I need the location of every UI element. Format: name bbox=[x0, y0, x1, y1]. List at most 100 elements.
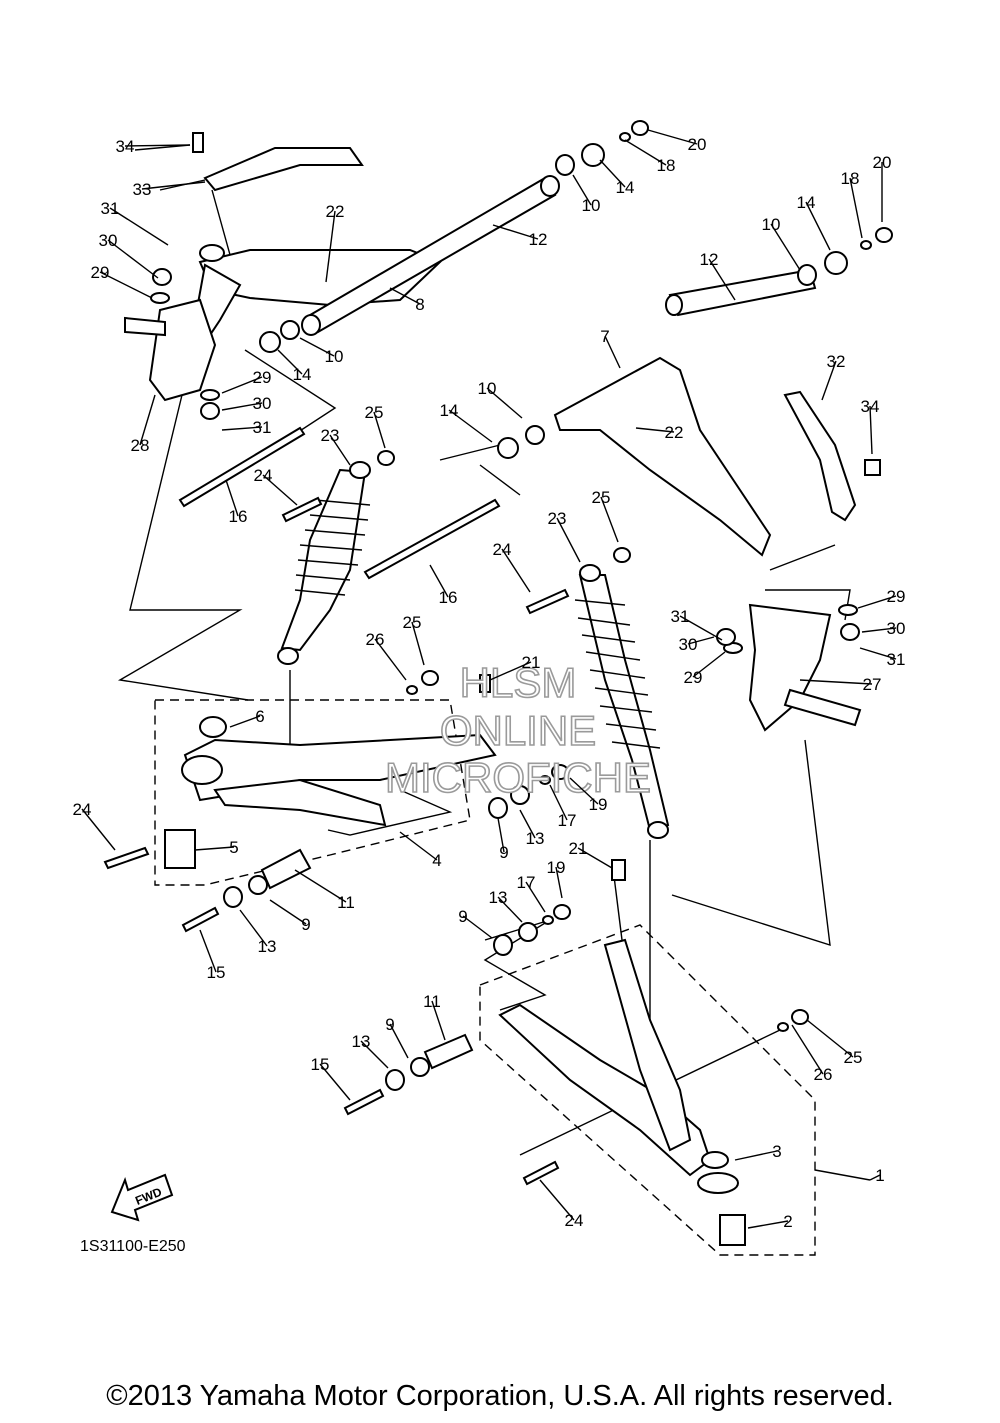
callout-leader bbox=[624, 139, 667, 166]
callout-leader bbox=[411, 621, 425, 666]
part-callout-27: 27 bbox=[863, 675, 882, 694]
callout-leader bbox=[525, 881, 546, 913]
bushings-and-hardware bbox=[150, 120, 893, 1169]
part-callout-32: 32 bbox=[827, 352, 846, 371]
callout-leader bbox=[869, 405, 873, 455]
part-callout-6: 6 bbox=[255, 707, 264, 726]
callout-leader bbox=[486, 387, 523, 419]
callout-leader bbox=[556, 517, 581, 563]
part-callout-10: 10 bbox=[582, 196, 601, 215]
callout-leader bbox=[109, 207, 169, 246]
callout-leader bbox=[389, 287, 421, 305]
callout-leader bbox=[849, 177, 863, 239]
callout-leader bbox=[599, 159, 626, 188]
part-callout-31: 31 bbox=[101, 199, 120, 218]
part-callout-9: 9 bbox=[301, 915, 310, 934]
callout-leader bbox=[687, 636, 715, 645]
part-callout-29: 29 bbox=[253, 368, 272, 387]
part-callout-30: 30 bbox=[887, 619, 906, 638]
part-callout-15: 15 bbox=[207, 963, 226, 982]
part-callout-10: 10 bbox=[478, 379, 497, 398]
brake-hose-brackets bbox=[203, 147, 857, 522]
part-callout-14: 14 bbox=[797, 193, 816, 212]
copyright-notice: ©2013 Yamaha Motor Corporation, U.S.A. A… bbox=[106, 1380, 894, 1412]
shock-left bbox=[277, 461, 371, 665]
callout-leader bbox=[600, 496, 619, 543]
part-callout-24: 24 bbox=[73, 800, 92, 819]
part-callout-16: 16 bbox=[439, 588, 458, 607]
upper-arm-pipe-left bbox=[301, 175, 560, 336]
svg-text:ONLINE: ONLINE bbox=[440, 707, 596, 754]
part-callout-24: 24 bbox=[254, 466, 273, 485]
watermark: HLSM ONLINE MICROFICHE bbox=[384, 658, 652, 802]
callout-leader bbox=[555, 866, 563, 899]
part-callout-30: 30 bbox=[679, 635, 698, 654]
part-callout-23: 23 bbox=[321, 426, 340, 445]
callout-leader bbox=[572, 174, 592, 206]
drawing-code: 1S31100-E250 bbox=[80, 1238, 186, 1255]
callout-leader bbox=[360, 1040, 389, 1069]
part-callout-31: 31 bbox=[887, 650, 906, 669]
part-callout-1: 1 bbox=[875, 1166, 884, 1185]
part-callout-20: 20 bbox=[873, 153, 892, 172]
part-callout-12: 12 bbox=[529, 230, 548, 249]
part-callout-7: 7 bbox=[600, 327, 609, 346]
callout-leader bbox=[857, 595, 897, 609]
svg-text:HLSM: HLSM bbox=[460, 659, 577, 706]
callout-leader bbox=[141, 181, 206, 190]
part-callout-28: 28 bbox=[131, 436, 150, 455]
callout-leader bbox=[99, 271, 153, 299]
part-callout-24: 24 bbox=[493, 540, 512, 559]
callout-leader bbox=[431, 1000, 446, 1041]
callout-leader bbox=[229, 715, 261, 728]
part-callout-10: 10 bbox=[325, 347, 344, 366]
part-callout-20: 20 bbox=[688, 135, 707, 154]
callout-leader bbox=[734, 1150, 778, 1161]
callout-leader bbox=[194, 846, 235, 851]
part-callout-25: 25 bbox=[403, 613, 422, 632]
part-callout-14: 14 bbox=[293, 365, 312, 384]
fwd-arrow-icon: FWD bbox=[110, 1173, 174, 1222]
knuckles bbox=[124, 298, 862, 732]
callout-leader bbox=[139, 394, 156, 446]
callout-leader bbox=[81, 808, 116, 851]
part-callout-11: 11 bbox=[423, 992, 441, 1011]
part-callout-31: 31 bbox=[253, 418, 272, 437]
callout-leader bbox=[399, 831, 438, 861]
callout-leader bbox=[319, 1063, 351, 1101]
part-callout-25: 25 bbox=[844, 1048, 863, 1067]
callout-leader bbox=[799, 679, 873, 685]
callout-leader bbox=[861, 627, 897, 633]
callout-leader bbox=[489, 661, 532, 681]
part-callout-11: 11 bbox=[337, 893, 355, 912]
part-callout-29: 29 bbox=[887, 587, 906, 606]
callout-leader bbox=[519, 809, 536, 839]
callout-leader bbox=[791, 1024, 824, 1075]
callout-leader bbox=[107, 239, 159, 279]
callout-leader bbox=[221, 402, 263, 411]
callout-leader bbox=[269, 899, 307, 925]
part-callout-4: 4 bbox=[432, 851, 441, 870]
callout-leader bbox=[221, 376, 263, 394]
part-callout-14: 14 bbox=[616, 178, 635, 197]
callout-leader bbox=[679, 615, 723, 641]
part-callout-24: 24 bbox=[565, 1211, 584, 1230]
part-callout-18: 18 bbox=[657, 156, 676, 175]
callout-leader bbox=[124, 144, 191, 147]
callout-leader bbox=[294, 869, 347, 903]
part-callout-10: 10 bbox=[762, 215, 781, 234]
callout-leader bbox=[708, 258, 736, 301]
part-callout-22: 22 bbox=[665, 423, 684, 442]
part-callout-31: 31 bbox=[671, 607, 690, 626]
callout-leader bbox=[747, 1220, 789, 1229]
part-callout-22: 22 bbox=[326, 202, 345, 221]
part-callout-21: 21 bbox=[569, 839, 588, 858]
part-callout-13: 13 bbox=[258, 937, 277, 956]
callout-leader bbox=[635, 427, 675, 433]
part-callout-29: 29 bbox=[684, 668, 703, 687]
bolts bbox=[103, 132, 881, 1186]
callout-leader bbox=[221, 426, 263, 431]
callout-leader bbox=[492, 224, 539, 240]
callout-leader bbox=[262, 474, 298, 506]
